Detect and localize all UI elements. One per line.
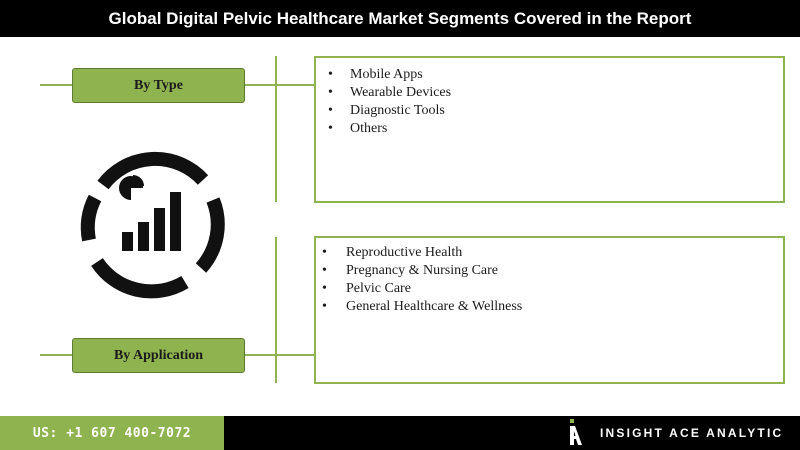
type-connector-vertical (275, 56, 277, 202)
application-items-list: •Reproductive Health •Pregnancy & Nursin… (322, 244, 783, 316)
brand-bar (224, 416, 800, 450)
application-connector-right (244, 354, 277, 356)
list-item: •Wearable Devices (328, 85, 452, 100)
list-item: •Others (328, 121, 388, 136)
type-items-box: •Mobile Apps •Wearable Devices •Diagnost… (314, 56, 785, 203)
phone-number: US: +1 607 400-7072 (32, 425, 192, 441)
by-application-text: By Application (113, 347, 204, 363)
header-bar: Global Digital Pelvic Healthcare Market … (0, 0, 800, 37)
by-application-label: By Application (72, 338, 245, 373)
application-connector-box (275, 354, 315, 356)
bar-chart-pie-circle-icon (80, 151, 225, 299)
application-connector-vertical (275, 237, 277, 383)
type-connector-right (244, 84, 277, 86)
list-item: •General Healthcare & Wellness (322, 299, 523, 314)
application-connector-left (40, 354, 73, 356)
by-type-text: By Type (134, 77, 183, 93)
page-title: Global Digital Pelvic Healthcare Market … (108, 8, 692, 28)
type-items-list: •Mobile Apps •Wearable Devices •Diagnost… (328, 66, 783, 138)
type-connector-left (40, 84, 73, 86)
phone-bar: US: +1 607 400-7072 (0, 416, 224, 450)
brand-logo-icon (570, 419, 582, 445)
list-item: •Pelvic Care (322, 281, 411, 296)
list-item: •Pregnancy & Nursing Care (322, 263, 499, 278)
list-item: •Mobile Apps (328, 67, 423, 82)
type-connector-box (275, 84, 315, 86)
brand-name: INSIGHT ACE ANALYTIC (600, 426, 784, 440)
list-item: •Diagnostic Tools (328, 103, 445, 118)
by-type-label: By Type (72, 68, 245, 103)
application-items-box: •Reproductive Health •Pregnancy & Nursin… (314, 236, 785, 384)
list-item: •Reproductive Health (322, 245, 463, 260)
